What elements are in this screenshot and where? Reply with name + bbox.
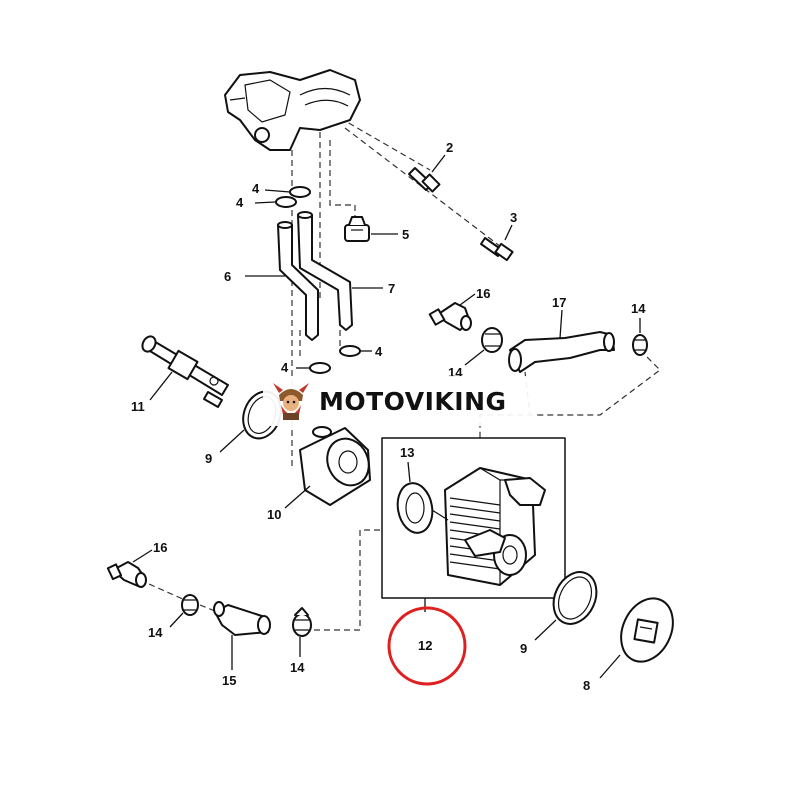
callout-16-upper: 16 — [476, 286, 490, 301]
hose-part-17: 17 — [508, 295, 615, 373]
callout-9-left: 9 — [205, 451, 212, 466]
callout-4-lower-b: 4 — [375, 344, 383, 359]
tube-part-6: 6 — [224, 221, 319, 341]
fitting-part-16-upper: 16 — [428, 286, 490, 331]
clamp-part-14-lower-right: 14 — [290, 607, 312, 675]
highlight-circle — [387, 606, 467, 686]
o-rings-part-4-upper: 4 4 — [236, 181, 311, 210]
oil-cooler-assembly-part-12: 13 12 — [381, 437, 566, 653]
callout-5: 5 — [402, 227, 409, 242]
o-rings-part-4-lower: 4 4 — [281, 344, 383, 375]
callout-10: 10 — [267, 507, 281, 522]
callout-4-lower-a: 4 — [281, 360, 289, 375]
clamp-part-14-lower-left: 14 — [148, 594, 199, 640]
callout-14-lower-right: 14 — [290, 660, 305, 675]
cover-part-8: 8 — [583, 597, 674, 693]
bolt-part-3: 3 — [480, 210, 517, 262]
callout-14-upper-right: 14 — [631, 301, 646, 316]
callout-9-right: 9 — [520, 641, 527, 656]
watermark: MOTOVIKING — [263, 376, 536, 426]
callout-14-lower-left: 14 — [148, 625, 163, 640]
callout-7: 7 — [388, 281, 395, 296]
adapter-housing-part-10: 10 — [267, 426, 371, 522]
callout-13: 13 — [400, 445, 414, 460]
callout-6: 6 — [224, 269, 231, 284]
tube-part-7: 7 — [297, 211, 395, 331]
callout-15: 15 — [222, 673, 236, 688]
plug-part-5: 5 — [344, 216, 409, 242]
sensor-part-11: 11 — [131, 335, 229, 414]
watermark-brand-text: MOTOVIKING — [319, 386, 507, 416]
engine-housing — [224, 69, 361, 151]
hose-part-15: 15 — [213, 601, 271, 688]
callout-16-lower: 16 — [153, 540, 167, 555]
bolt-part-2: 2 — [408, 140, 453, 193]
callout-17: 17 — [552, 295, 566, 310]
clamp-part-14-upper-right: 14 — [631, 301, 648, 356]
viking-mascot-icon — [273, 383, 309, 420]
callout-4-upper-b: 4 — [236, 195, 244, 210]
callout-3: 3 — [510, 210, 517, 225]
clamp-part-14-upper-left: 14 — [448, 327, 503, 380]
callout-4-upper-a: 4 — [252, 181, 260, 196]
seal-part-9-right: 9 — [520, 571, 598, 656]
fitting-part-16-lower: 16 — [106, 540, 167, 588]
callout-2: 2 — [446, 140, 453, 155]
callout-8: 8 — [583, 678, 590, 693]
callout-11: 11 — [131, 399, 145, 414]
callout-12: 12 — [418, 638, 432, 653]
